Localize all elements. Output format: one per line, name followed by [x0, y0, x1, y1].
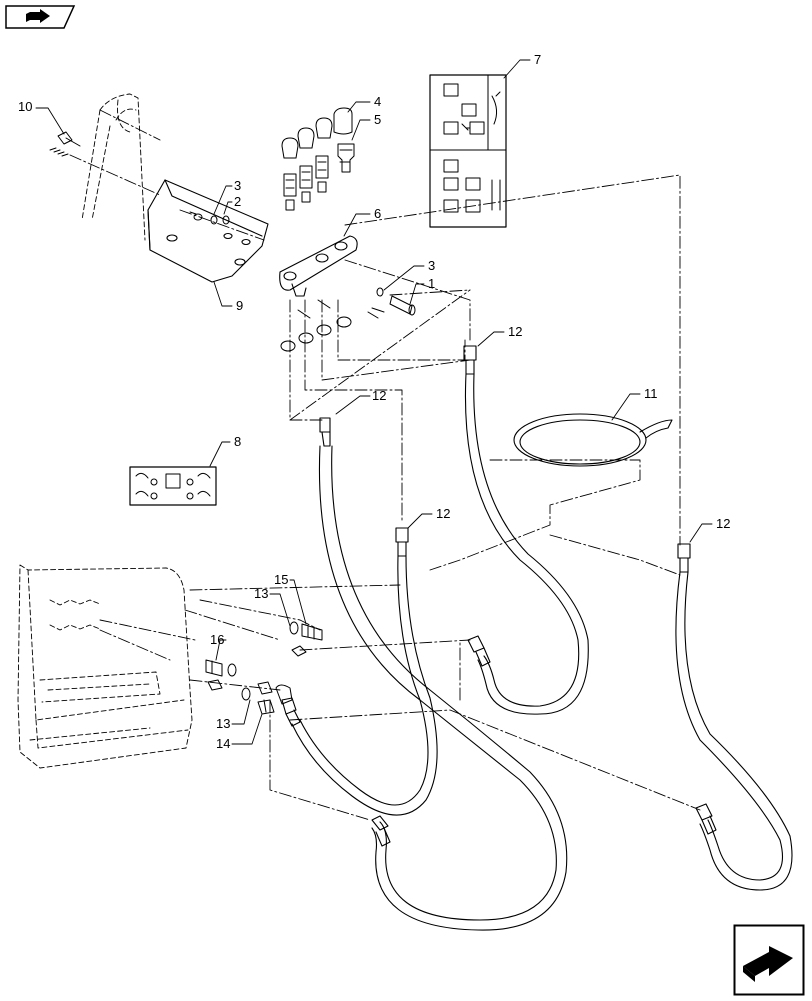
callout-9: 9 [236, 298, 244, 313]
bolt-10 [49, 131, 81, 157]
callout-16: 16 [210, 632, 225, 647]
callout-1: 1 [428, 276, 436, 291]
leader-lines [35, 59, 713, 745]
lock-nuts [280, 299, 352, 352]
bolt-1 [367, 287, 416, 319]
callout-12-d: 12 [716, 516, 731, 531]
back-arrow-icon [5, 5, 76, 29]
callout-12-b: 12 [508, 324, 523, 339]
callout-4: 4 [374, 94, 382, 109]
callout-7: 7 [534, 52, 542, 67]
callout-8: 8 [234, 434, 242, 449]
center-lines [69, 109, 701, 821]
cab-post-outline [81, 93, 146, 241]
fittings [205, 621, 323, 715]
back-button[interactable] [4, 4, 76, 30]
callout-11: 11 [644, 386, 658, 401]
coupler-assemblies [281, 107, 355, 211]
next-page-arrow-icon [733, 924, 805, 996]
decal-8 [129, 466, 217, 506]
callout-3-upper: 3 [234, 178, 242, 193]
callout-12-c: 12 [436, 506, 451, 521]
callout-13-lower: 13 [216, 716, 231, 731]
callout-2: 2 [234, 194, 242, 209]
strap-11 [513, 413, 673, 467]
callout-10: 10 [18, 99, 33, 114]
hoses [281, 345, 793, 931]
callout-13-upper: 13 [254, 586, 269, 601]
callout-15: 15 [274, 572, 289, 587]
callout-5: 5 [374, 112, 382, 127]
bracket-9 [147, 179, 269, 283]
decal-7 [429, 74, 507, 228]
small-washers [189, 211, 230, 225]
valve-bank-outline [17, 564, 193, 769]
plate-6 [279, 235, 358, 297]
next-page-button[interactable] [733, 924, 805, 996]
callout-12-a: 12 [372, 388, 387, 403]
callout-14: 14 [216, 736, 231, 751]
callout-3-lower: 3 [428, 258, 436, 273]
callout-6: 6 [374, 206, 382, 221]
